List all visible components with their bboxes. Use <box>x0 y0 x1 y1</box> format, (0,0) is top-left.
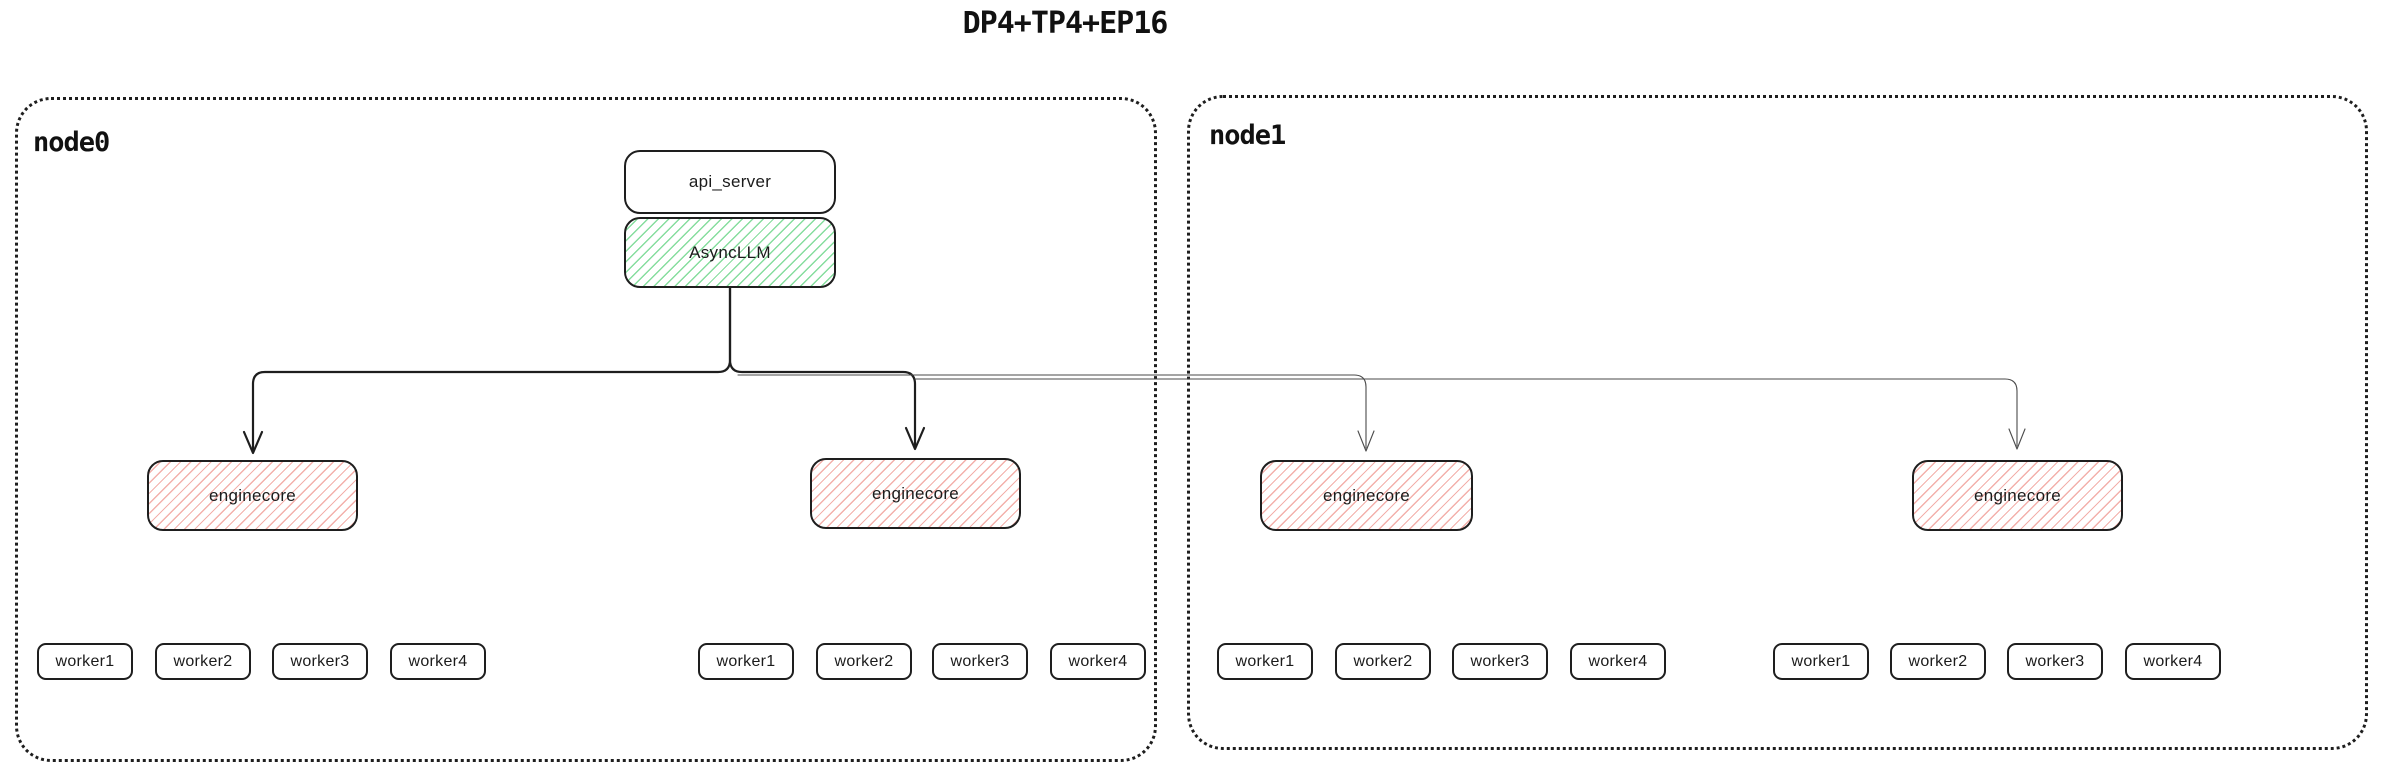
api-server-box: api_server <box>624 150 836 214</box>
node0-group2-worker3: worker3 <box>932 643 1028 680</box>
node0-group1-worker2: worker2 <box>155 643 251 680</box>
node0-enginecore-2: enginecore <box>810 458 1021 529</box>
node1-group1-worker4: worker4 <box>1570 643 1666 680</box>
node0-group1-worker4: worker4 <box>390 643 486 680</box>
node1-group1-worker1: worker1 <box>1217 643 1313 680</box>
node1-label: node1 <box>1209 120 1286 151</box>
node0-enginecore-1: enginecore <box>147 460 358 531</box>
node0-group2-worker2: worker2 <box>816 643 912 680</box>
node1-group2-worker2: worker2 <box>1890 643 1986 680</box>
diagram-title: DP4+TP4+EP16 <box>962 6 1169 41</box>
node1-group2-worker3: worker3 <box>2007 643 2103 680</box>
node1-group1-worker2: worker2 <box>1335 643 1431 680</box>
node1-group1-worker3: worker3 <box>1452 643 1548 680</box>
node0-group1-worker1: worker1 <box>37 643 133 680</box>
node1-group2-worker1: worker1 <box>1773 643 1869 680</box>
node1-enginecore-2: enginecore <box>1912 460 2123 531</box>
asyncllm-box: AsyncLLM <box>624 217 836 288</box>
node1-enginecore-1: enginecore <box>1260 460 1473 531</box>
node0-label: node0 <box>33 127 110 158</box>
node1-group2-worker4: worker4 <box>2125 643 2221 680</box>
node0-group2-worker1: worker1 <box>698 643 794 680</box>
node0-group2-worker4: worker4 <box>1050 643 1146 680</box>
node0-group1-worker3: worker3 <box>272 643 368 680</box>
